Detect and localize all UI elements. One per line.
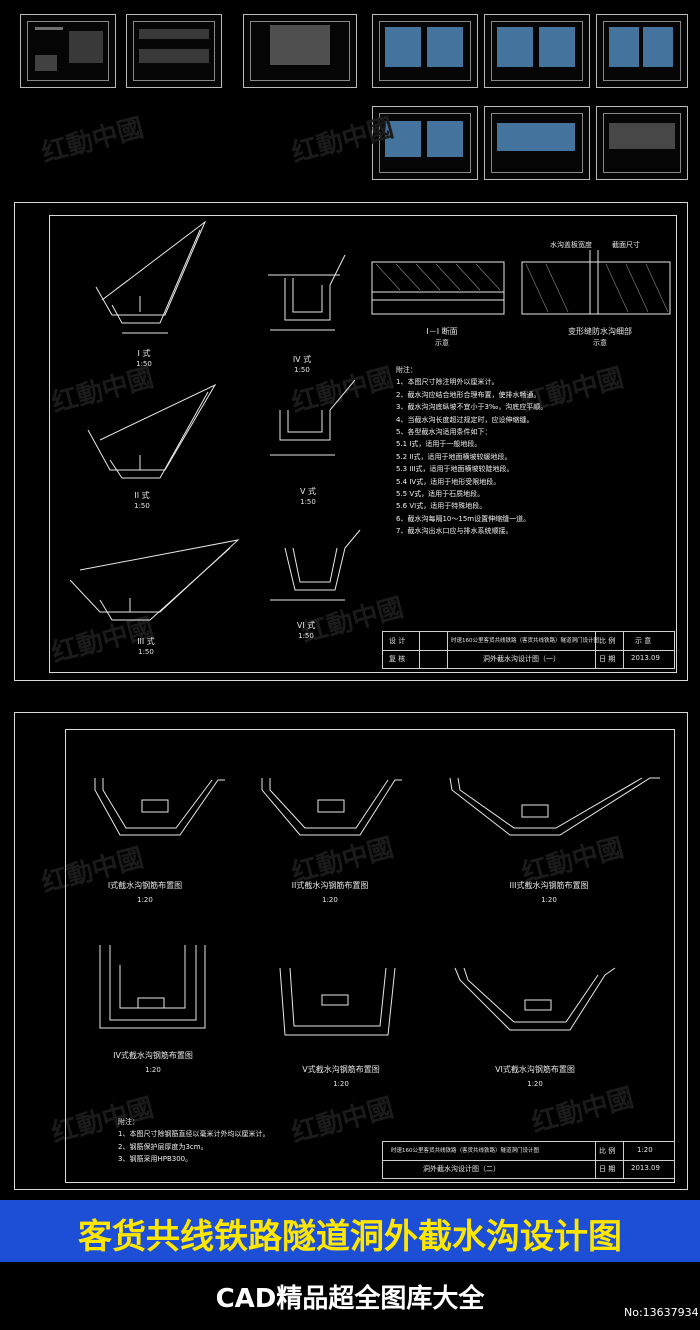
detail-label-section: I－I 断面 (426, 327, 458, 336)
title-block-date-value: 2013.09 (631, 654, 660, 662)
rebar-label-type5: V式截水沟钢筋布置图 (302, 1065, 380, 1074)
title-block-drawing-subtitle: 洞外截水沟设计图（一） (483, 655, 560, 663)
banner-title: 客货共线铁路隧道洞外截水沟设计图 (78, 1217, 622, 1257)
title-block-date-label: 日 期 (599, 655, 616, 663)
note-line: 1、本图尺寸除注明外以厘米计。 (396, 378, 499, 387)
thumbnail-4[interactable] (372, 14, 478, 88)
title-block-drawing-subtitle: 洞外截水沟设计图（二） (423, 1165, 500, 1173)
sheet2-notes: 附注： 1、本图尺寸除钢筋直径以毫米计外均以厘米计。 2、钢筋保护层厚度为3cm… (118, 1116, 368, 1166)
section-scale-type4: 1:50 (294, 366, 310, 374)
note-line: 4、当截水沟长度超过规定时，应设伸缩缝。 (396, 415, 534, 424)
thumbnail-2[interactable] (126, 14, 222, 88)
sheet2-drawing-lines (94, 777, 660, 1036)
thumbnail-7[interactable] (372, 106, 478, 180)
detail-top-label-a: 水沟盖板宽度 (550, 241, 592, 249)
sheet1-notes: 附注： 1、本图尺寸除注明外以厘米计。 2、截水沟应结合地形合理布置，使排水畅通… (396, 364, 676, 537)
section-label-type3: III 式 (137, 637, 155, 646)
title-block-scale-value: 1:20 (637, 1146, 653, 1154)
note-line: 3、截水沟沟底纵坡不宜小于3‰，沟底应平顺。 (396, 403, 548, 412)
section-scale-type5: 1:50 (300, 498, 316, 506)
section-label-type2: II 式 (134, 491, 150, 500)
section-label-type6: VI 式 (296, 621, 316, 630)
notes-title: 附注： (118, 1118, 139, 1126)
note-line: 5.2 II式，适用于地面横坡较缓地段。 (396, 452, 512, 461)
detail-scale-section: 示意 (435, 339, 449, 347)
rebar-scale-type5: 1:20 (333, 1080, 349, 1088)
title-block-review-label: 复 核 (389, 655, 406, 663)
note-line: 5.4 IV式，适用于地形受限地段。 (396, 477, 501, 486)
note-line: 5.5 V式，适用于石质地段。 (396, 489, 485, 498)
thumbnail-9[interactable] (596, 106, 688, 180)
note-line: 5、各型截水沟适用条件如下： (396, 427, 492, 436)
detail-label-joint: 变形缝防水沟细部 (568, 327, 632, 336)
title-block-date-value: 2013.09 (631, 1164, 660, 1172)
note-line: 1、本图尺寸除钢筋直径以毫米计外均以厘米计。 (118, 1130, 270, 1139)
note-line: 7、截水沟出水口应与排水系统顺接。 (396, 527, 513, 536)
detail-top-label-b: 截面尺寸 (612, 241, 640, 249)
thumbnail-1[interactable] (20, 14, 116, 88)
title-block-drawing-title: 时速160公里客货共线铁路（客货共线铁路）隧道洞门设计图 (391, 1148, 539, 1154)
rebar-label-type6: VI式截水沟钢筋布置图 (495, 1065, 575, 1074)
section-scale-type2: 1:50 (134, 502, 150, 510)
rebar-label-type4: IV式截水沟钢筋布置图 (113, 1051, 193, 1060)
title-block-drawing-title: 时速160公里客货共线铁路（客货共线铁路）隧道洞门设计图 (451, 638, 599, 644)
note-line: 2、截水沟应结合地形合理布置，使排水畅通。 (396, 390, 541, 399)
detail-scale-joint: 示意 (593, 339, 607, 347)
thumbnail-3[interactable] (243, 14, 357, 88)
thumbnail-5[interactable] (484, 14, 590, 88)
title-block-scale-label: 比 例 (599, 637, 616, 645)
note-line: 6、截水沟每隔10～15m设置伸缩缝一道。 (396, 514, 531, 523)
rebar-scale-type1: 1:20 (137, 896, 153, 904)
section-scale-type3: 1:50 (138, 648, 154, 656)
serial-number: No:13637934 (624, 1306, 699, 1319)
title-block-scale-label: 比 例 (599, 1147, 616, 1155)
note-line: 5.1 I式，适用于一般地段。 (396, 440, 482, 449)
note-line: 5.3 III式，适用于地面横坡较陡地段。 (396, 465, 514, 474)
note-line: 3、钢筋采用HPB300。 (118, 1155, 193, 1164)
drawing-sheet-1 (14, 202, 688, 681)
sheet1-title-block: 设 计 复 核 时速160公里客货共线铁路（客货共线铁路）隧道洞门设计图 洞外截… (382, 631, 675, 669)
note-line: 2、钢筋保护层厚度为3cm。 (118, 1142, 208, 1151)
title-block-scale-value: 示 意 (635, 637, 652, 645)
section-label-type5: V 式 (299, 487, 316, 496)
rebar-scale-type3: 1:20 (541, 896, 557, 904)
thumbnail-8[interactable] (484, 106, 590, 180)
rebar-label-type2: II式截水沟钢筋布置图 (291, 881, 369, 890)
banner-subtitle: CAD精品超全图库大全 (215, 1284, 485, 1314)
notes-title: 附注： (396, 366, 417, 374)
title-banner (0, 1200, 700, 1262)
rebar-scale-type6: 1:20 (527, 1080, 543, 1088)
section-scale-type6: 1:50 (298, 632, 314, 640)
drawing-sheet-2 (14, 712, 688, 1190)
sheet2-title-block: 时速160公里客货共线铁路（客货共线铁路）隧道洞门设计图 洞外截水沟设计图（二）… (382, 1141, 675, 1179)
section-label-type4: IV 式 (292, 355, 312, 364)
rebar-label-type1: I式截水沟钢筋布置图 (107, 881, 183, 890)
rebar-label-type3: III式截水沟钢筋布置图 (509, 881, 589, 890)
section-label-type1: I 式 (137, 349, 151, 358)
thumbnail-6[interactable] (596, 14, 688, 88)
title-block-date-label: 日 期 (599, 1165, 616, 1173)
section-scale-type1: 1:50 (136, 360, 152, 368)
rebar-scale-type2: 1:20 (322, 896, 338, 904)
note-line: 5.6 VI式，适用于特殊地段。 (396, 502, 487, 511)
sheet1-drawing-lines (69, 220, 671, 621)
rebar-scale-type4: 1:20 (145, 1066, 161, 1074)
title-block-design-label: 设 计 (389, 637, 406, 645)
